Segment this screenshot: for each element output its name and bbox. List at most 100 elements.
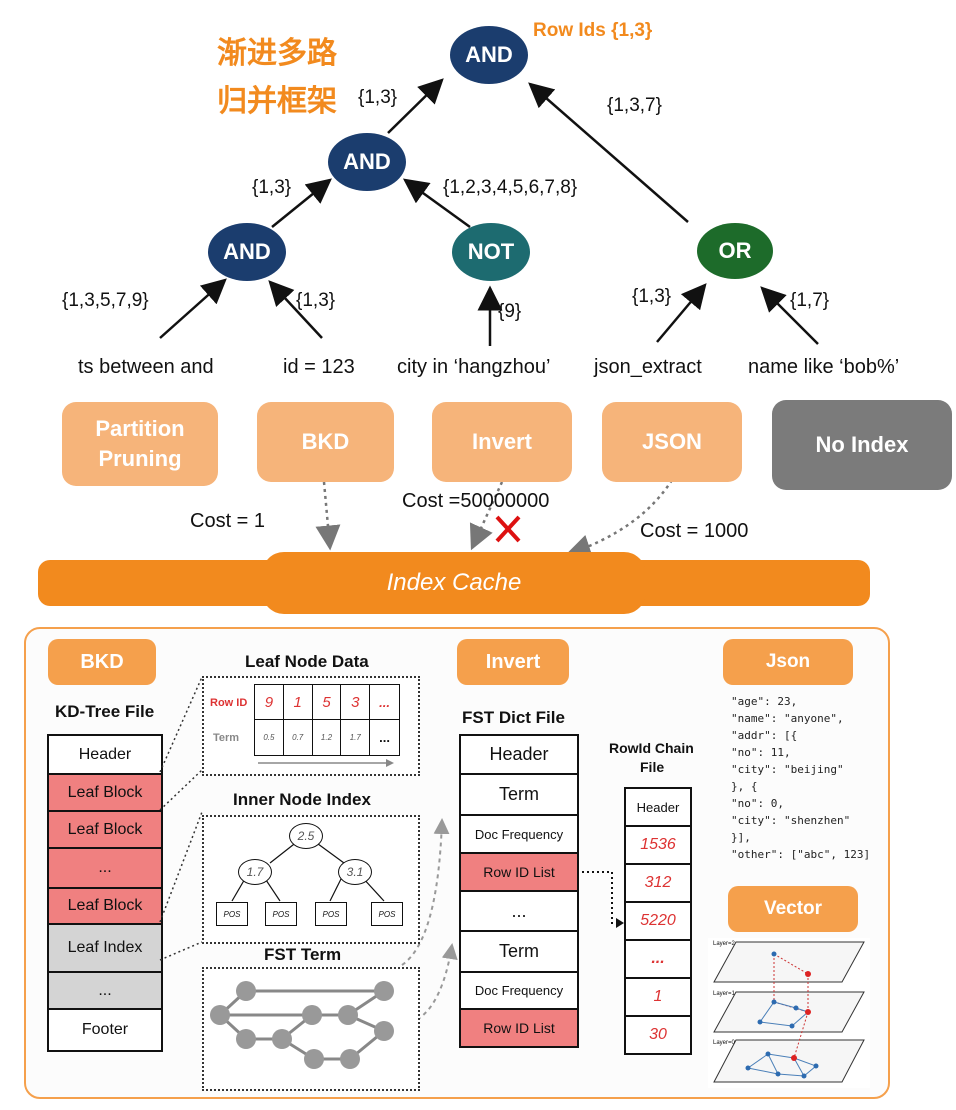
chain-value: 1 [626, 979, 690, 1017]
fst-graph [210, 981, 394, 1069]
layer-label: Layer=2 [713, 941, 735, 947]
kd-row-ellipsis: ... [49, 849, 161, 889]
term-cell: 1.2 [313, 720, 342, 755]
pos-box: POS [265, 902, 297, 926]
predicate-json: json_extract [594, 356, 702, 378]
fst-row-header: Header [461, 736, 577, 775]
fst-row-term: Term [461, 775, 577, 816]
or-node: OR [697, 223, 773, 279]
row-id-cell: 1 [283, 685, 313, 720]
fst-row-ellipsis: ... [461, 892, 577, 932]
inner-node: 3.1 [338, 859, 372, 885]
row-id-cell: 9 [255, 685, 284, 720]
index-bkd: BKD [257, 402, 394, 482]
chain-ellipsis: ... [626, 941, 690, 979]
set-mid-right: {1,2,3,4,5,6,7,8} [443, 177, 578, 198]
not-node: NOT [452, 223, 530, 281]
json-line: }], [731, 831, 751, 844]
row-id-cell: 3 [341, 685, 371, 720]
row-id-cell: ... [370, 685, 399, 720]
predicate-name: name like ‘bob%’ [748, 356, 900, 378]
index-cache-center: Index Cache [262, 552, 646, 614]
kd-tree-file-title: KD-Tree File [55, 702, 155, 721]
fst-row-term: Term [461, 932, 577, 973]
kd-row-leaf-block: Leaf Block [49, 812, 161, 849]
pos-box: POS [315, 902, 347, 926]
row-id-cell: 5 [312, 685, 342, 720]
cost-bkd: Cost = 1 [190, 510, 266, 532]
cost-json: Cost = 1000 [640, 520, 749, 542]
inner-node: 1.7 [238, 859, 272, 885]
title-line-2: 归并框架 [217, 85, 337, 118]
fst-dict-file-title: FST Dict File [462, 708, 565, 727]
predicate-city: city in ‘hangzhou’ [397, 356, 551, 378]
index-no-index: No Index [772, 400, 952, 490]
json-example: "age": 23, "name": "anyone", "addr": [{ … [731, 693, 871, 863]
blocked-cross-icon [495, 515, 521, 543]
set-city: {9} [498, 301, 522, 322]
kd-row-footer: Footer [81, 1021, 129, 1038]
index-partition-pruning: Partition Pruning [62, 402, 218, 486]
rowid-chain-title-2: File [640, 759, 665, 775]
json-line: "city": "shenzhen" [731, 814, 851, 827]
invert-label: Invert [457, 639, 569, 685]
json-label: Json [723, 639, 853, 685]
title-line-1: 渐进多路 [217, 37, 337, 70]
vector-label: Vector [728, 886, 858, 932]
term-cell: 0.7 [284, 720, 313, 755]
leaf-node-grid: 9 1 5 3 ... 0.5 0.7 1.2 1.7 ... [254, 684, 400, 756]
set-json: {1,3} [632, 286, 672, 307]
set-ts: {1,3,5,7,9} [62, 290, 149, 311]
rowid-chain-title-1: RowId Chain [609, 740, 694, 756]
json-line: "city": "beijing" [731, 763, 844, 776]
chain-value: 1536 [626, 827, 690, 865]
fst-row-row-id-list: Row ID List [461, 1010, 577, 1046]
term-cell: 1.7 [341, 720, 371, 755]
leaf-scan-arrow [258, 759, 394, 767]
chain-header: Header [626, 789, 690, 827]
index-json: JSON [602, 402, 742, 482]
kd-row-header: Header [49, 736, 161, 775]
kd-row-leaf-block: Leaf Block [49, 889, 161, 925]
fst-term-title: FST Term [264, 945, 342, 964]
json-line: "age": 23, [731, 695, 798, 708]
set-mid-left: {1,3} [252, 177, 292, 198]
hnsw-layers [713, 941, 865, 1083]
root-and-node: AND [450, 26, 528, 84]
json-line: "no": 11, [731, 746, 791, 759]
term-cell: ... [379, 730, 390, 745]
set-root-right: {1,3,7} [607, 95, 662, 116]
fst-row-doc-frequency: Doc Frequency [461, 973, 577, 1010]
fst-row-row-id-list: Row ID List [461, 854, 577, 892]
set-name: {1,7} [790, 290, 830, 311]
json-line: "other": ["abc", 123] [731, 848, 871, 861]
set-id: {1,3} [296, 290, 336, 311]
index-cache-label: Index Cache [386, 569, 522, 596]
pos-box: POS [371, 902, 403, 926]
set-root-left: {1,3} [358, 87, 398, 108]
chain-value: 5220 [626, 903, 690, 941]
chain-value: 312 [626, 865, 690, 903]
kd-row-leaf-index: Leaf Index [49, 925, 161, 973]
index-invert: Invert [432, 402, 572, 482]
fst-dict-file: Header Term Doc Frequency Row ID List ..… [459, 734, 579, 1048]
chain-value: 30 [649, 1026, 667, 1043]
leaf-node-data-title: Leaf Node Data [245, 652, 369, 671]
rowid-chain-file: Header 1536 312 5220 ... 1 30 [624, 787, 692, 1055]
bkd-detail-connectors [159, 676, 624, 1026]
json-line: "no": 0, [731, 797, 784, 810]
row-ids-label: Row Ids {1,3} [533, 20, 653, 41]
bkd-label: BKD [48, 639, 156, 685]
layer-label: Layer=1 [713, 991, 735, 997]
term-label: Term [213, 732, 240, 744]
pos-box: POS [216, 902, 248, 926]
fst-row-doc-frequency: Doc Frequency [461, 816, 577, 854]
inner-node: 2.5 [289, 823, 323, 849]
inner-node-index-title: Inner Node Index [233, 790, 371, 809]
tree-connectors [159, 78, 819, 559]
row-id-label: Row ID [210, 697, 248, 709]
cost-invert: Cost =50000000 [402, 490, 550, 512]
predicate-ts: ts between and [78, 356, 214, 378]
json-line: "name": "anyone", [731, 712, 844, 725]
predicate-id: id = 123 [283, 356, 355, 378]
